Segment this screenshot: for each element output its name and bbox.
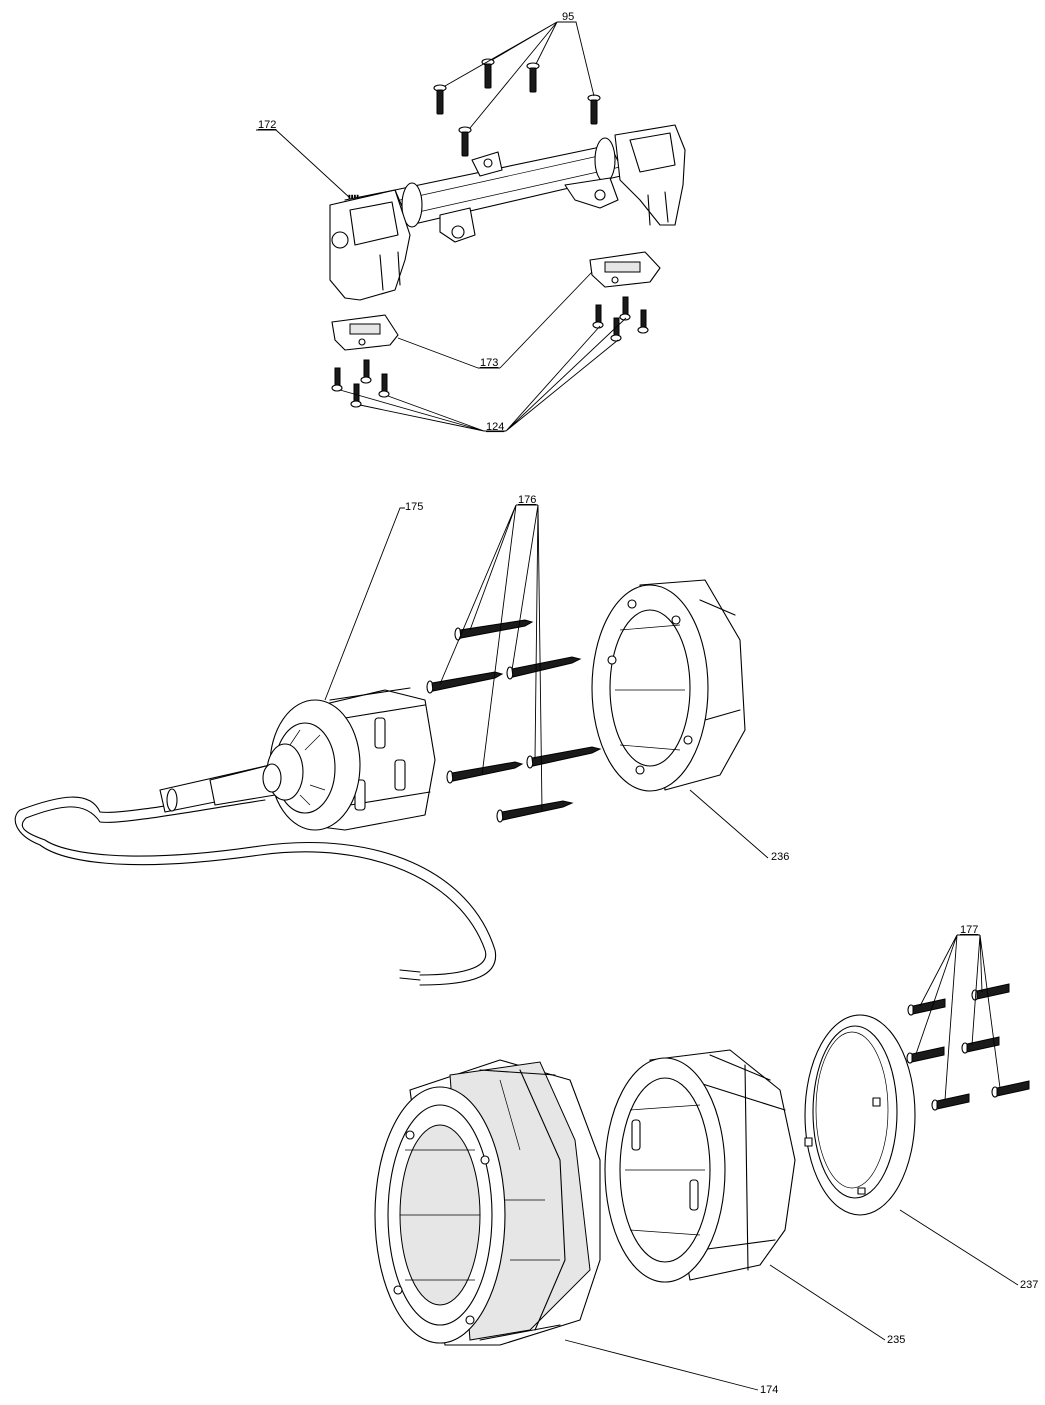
screw xyxy=(619,296,631,321)
label-177: 177 xyxy=(960,924,978,936)
screw xyxy=(433,84,447,115)
screw xyxy=(961,1036,1000,1054)
part-173-clamps xyxy=(331,251,661,351)
long-screw xyxy=(454,619,534,641)
part-174-rotor xyxy=(374,1059,601,1346)
screw xyxy=(906,1046,945,1064)
part-235-housing xyxy=(604,1049,796,1283)
label-124: 124 xyxy=(486,421,504,433)
screw xyxy=(637,309,649,334)
screw xyxy=(610,317,622,342)
screw xyxy=(458,126,472,157)
screw xyxy=(971,983,1010,1001)
screw xyxy=(592,304,604,329)
label-176: 176 xyxy=(518,494,536,506)
part-177-screws xyxy=(906,983,1030,1111)
long-screw xyxy=(506,656,582,680)
clamp-right xyxy=(589,251,661,288)
leader-lines xyxy=(256,21,1019,1391)
long-screw xyxy=(526,746,602,769)
part-172-bracket: ▮▮▮▮ xyxy=(329,124,686,301)
svg-text:▮▮▮▮: ▮▮▮▮ xyxy=(348,194,359,200)
screw xyxy=(378,373,390,398)
label-172: 172 xyxy=(258,119,276,131)
part-124-screws xyxy=(331,296,649,408)
part-labels: 95 172 173 124 175 176 236 177 237 235 1… xyxy=(258,11,1038,1396)
screw xyxy=(360,359,372,384)
long-screw xyxy=(446,761,524,784)
screw xyxy=(907,998,946,1016)
label-173: 173 xyxy=(480,357,498,369)
screw xyxy=(526,62,540,93)
label-236: 236 xyxy=(771,851,789,863)
label-175: 175 xyxy=(405,501,423,513)
part-95-screws xyxy=(433,58,601,157)
screw xyxy=(331,367,343,392)
long-screw xyxy=(426,671,504,694)
label-95: 95 xyxy=(562,11,574,23)
label-235: 235 xyxy=(887,1334,905,1346)
screw xyxy=(350,383,362,408)
label-237: 237 xyxy=(1020,1279,1038,1291)
part-176-screws xyxy=(426,619,602,823)
part-236-flange xyxy=(591,579,746,792)
long-screw xyxy=(496,800,574,823)
screw xyxy=(587,94,601,125)
clamp-left xyxy=(331,314,399,351)
screw xyxy=(931,1093,970,1111)
label-174: 174 xyxy=(760,1384,778,1396)
part-175-motor xyxy=(14,687,497,986)
screw xyxy=(991,1080,1030,1098)
part-237-cover xyxy=(804,1014,916,1216)
